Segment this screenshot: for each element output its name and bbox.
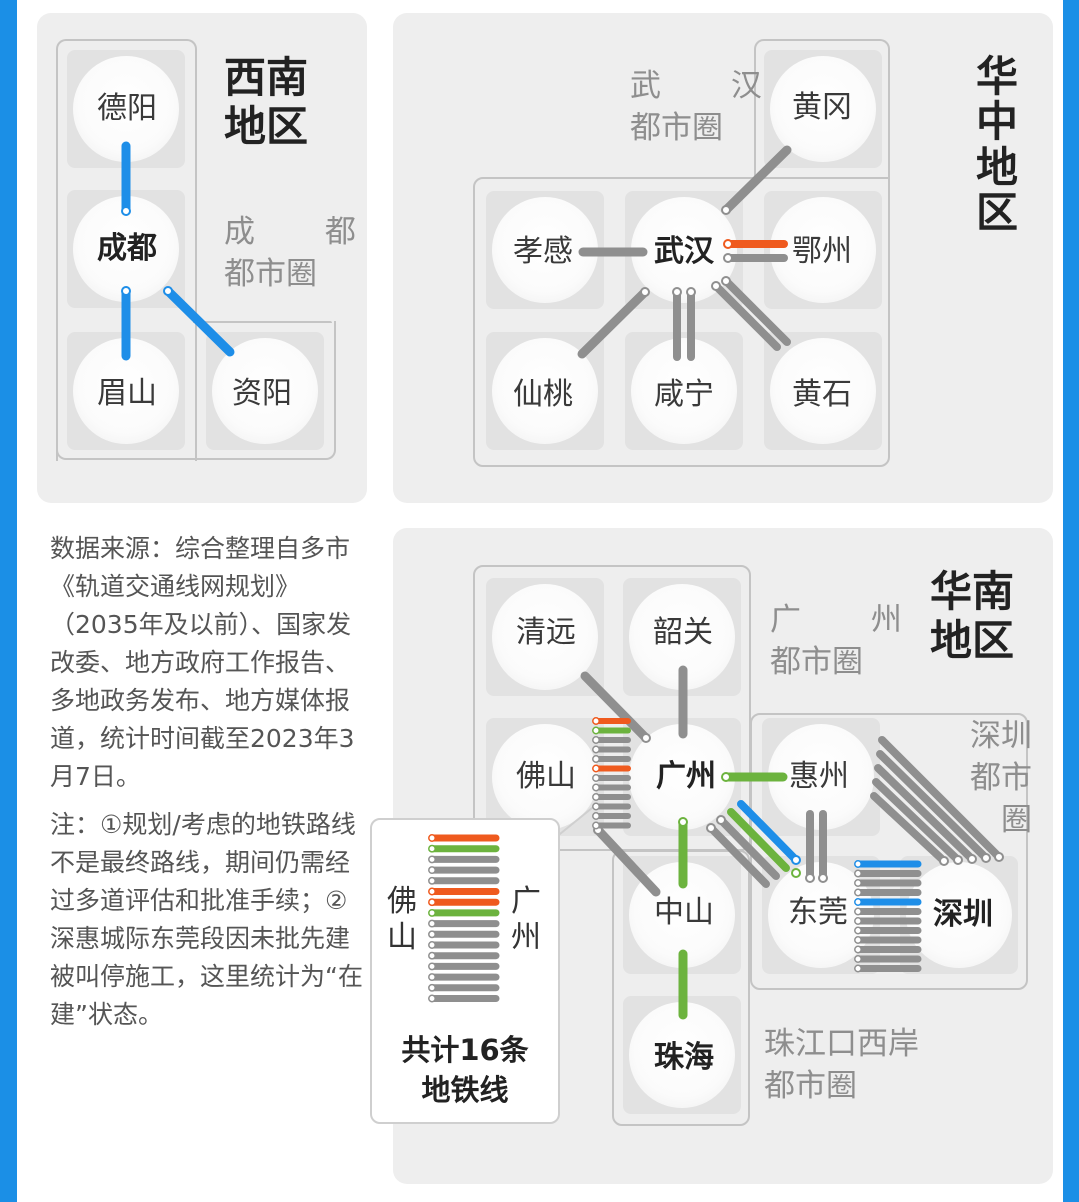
callout-node-3 [428, 855, 436, 864]
callout-node-14 [428, 973, 436, 982]
city-qingyuan: 清远 [516, 615, 576, 650]
south-region-title: 华南地区 [930, 567, 1015, 665]
callout-node-4 [428, 866, 436, 875]
city-meishan: 眉山 [97, 376, 157, 411]
callout-total: 共计16条 地铁线 [401, 1033, 529, 1107]
foshan-guangzhou-callout: 佛山 广州 共计16条 地铁线 [370, 818, 560, 1124]
guangzhou-metro-label: 广 州 都市圈 [770, 602, 932, 680]
city-xiantao: 仙桃 [513, 377, 573, 412]
callout-node-6 [428, 887, 436, 896]
chengdu-metro-group-tab [193, 321, 332, 323]
cell-xiantao [486, 332, 604, 450]
city-foshan: 佛山 [516, 759, 576, 794]
cell-huangshi [764, 332, 882, 450]
callout-node-12 [428, 951, 436, 960]
city-xiaogan: 孝感 [513, 234, 573, 269]
city-wuhan: 武汉 [654, 234, 714, 269]
city-ziyang: 资阳 [232, 376, 292, 411]
prd-west-metro-label: 珠江口西岸 都市圈 [764, 1026, 919, 1104]
city-huanggang: 黄冈 [792, 90, 852, 125]
city-deyang: 德阳 [97, 91, 157, 126]
city-chengdu: 成都 [97, 231, 157, 266]
city-huizhou: 惠州 [789, 759, 849, 794]
city-ezhou: 鄂州 [792, 234, 852, 269]
city-shaoguan: 韶关 [653, 615, 713, 650]
data-source-note: 数据来源：综合整理自多市《轨道交通线网规划》（2035年及以前）、国家发改委、地… [50, 534, 355, 791]
wuhan-metro-group-top [754, 39, 890, 181]
city-xianning: 咸宁 [654, 377, 714, 412]
wuhan-metro-label: 武 汉 都市圈 [630, 68, 792, 146]
callout-node-13 [428, 962, 436, 971]
callout-node-15 [428, 983, 436, 992]
chengdu-metro-group-lower [56, 321, 336, 460]
chengdu-metro-group [56, 39, 197, 461]
callout-line-stack [428, 834, 500, 1003]
city-shenzhen: 深圳 [933, 897, 993, 932]
callout-left-city: 佛山 [387, 884, 417, 955]
city-dongguan: 东莞 [788, 895, 848, 930]
chengdu-metro-label: 成 都 都市圈 [224, 214, 386, 292]
callout-node-1 [428, 834, 436, 842]
city-huangshi: 黄石 [792, 377, 852, 412]
southwest-region-title: 西南地区 [224, 53, 309, 151]
city-zhuhai: 珠海 [654, 1040, 714, 1075]
wuhan-metro-group [473, 177, 890, 467]
callout-node-11 [428, 941, 436, 949]
callout-node-8 [428, 908, 436, 917]
callout-node-16 [428, 994, 436, 1003]
callout-node-10 [428, 930, 436, 939]
callout-node-5 [428, 876, 436, 885]
callout-node-2 [428, 844, 436, 853]
cell-xianning [625, 332, 743, 450]
central-region-title: 华中地区 [975, 52, 1018, 238]
city-guangzhou: 广州 [656, 759, 716, 794]
callout-right-city: 广州 [511, 884, 541, 955]
remark-note: 注：①规划/考虑的地铁路线不是最终路线，期间仍需经过多道评估和批准手续；②深惠城… [50, 810, 363, 1029]
shenzhen-metro-label: 深圳 都市 圈 [970, 718, 1032, 838]
callout-node-7 [428, 898, 436, 907]
callout-node-9 [428, 919, 436, 928]
city-zhongshan: 中山 [654, 895, 714, 930]
